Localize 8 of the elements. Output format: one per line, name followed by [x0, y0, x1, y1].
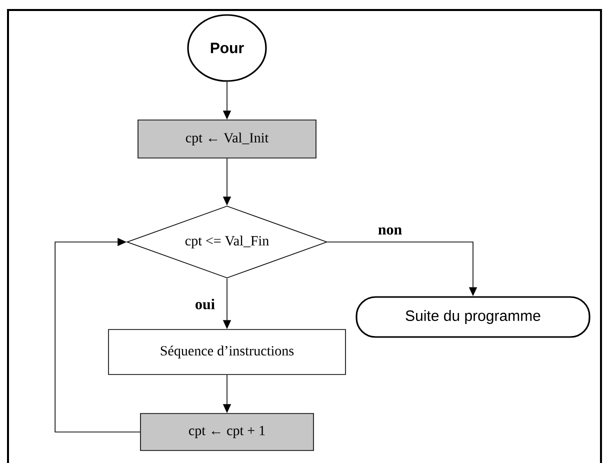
edge-label: oui [194, 298, 216, 310]
start-oval: Pour [187, 14, 267, 82]
process-box: cpt ← cpt + 1 [140, 413, 314, 451]
end-terminal: Suite du programme [356, 296, 590, 338]
arrow [54, 238, 140, 432]
process-box: Séquence d’instructions [108, 329, 346, 375]
edge-label: non [376, 226, 404, 236]
process-box: cpt ← Val_Init [138, 120, 316, 158]
